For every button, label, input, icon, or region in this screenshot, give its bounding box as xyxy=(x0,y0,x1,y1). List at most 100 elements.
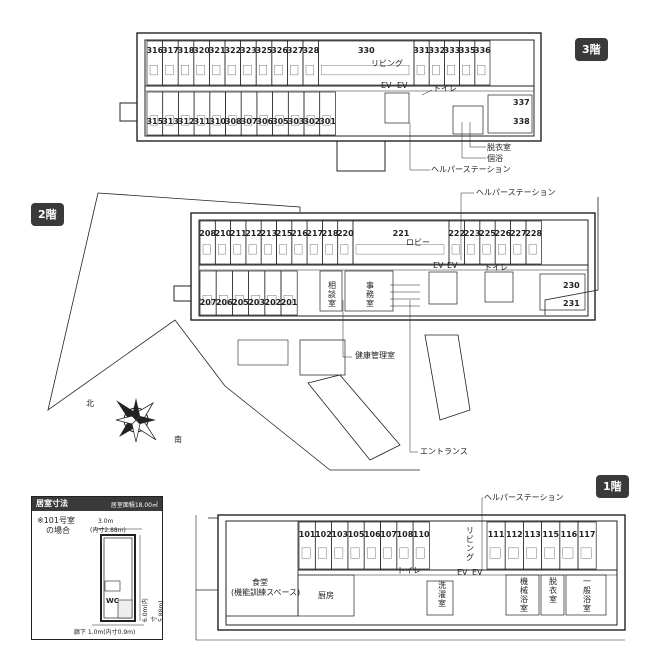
room-335: 335 xyxy=(459,46,476,55)
dining-label-1f: 食堂 xyxy=(252,577,268,587)
room-318: 318 xyxy=(178,46,195,55)
room-fixture xyxy=(259,64,268,76)
room-cell xyxy=(193,91,211,136)
office-label: 事務室 xyxy=(366,280,374,308)
room-305: 305 xyxy=(272,117,289,126)
room-cell xyxy=(337,220,354,265)
room-fixture xyxy=(340,244,349,255)
room-fixture xyxy=(291,115,300,126)
floor-1-leaders xyxy=(481,497,483,570)
laundry-label-1f: 洗濯室 xyxy=(438,580,446,608)
room-cell xyxy=(225,91,242,136)
room-225: 225 xyxy=(479,229,496,238)
compass-south: 南 xyxy=(174,434,182,444)
room-fixture xyxy=(477,64,486,76)
room-cell xyxy=(479,220,496,265)
room-cell xyxy=(412,521,430,570)
room-fixture xyxy=(233,244,242,255)
helper-label-1f: ヘルパーステーション xyxy=(484,493,563,502)
room-320: 320 xyxy=(193,46,210,55)
legend-note-case: の場合 xyxy=(46,526,70,535)
room-fixture xyxy=(243,64,252,76)
floor-3-badge: 3階 xyxy=(575,38,608,61)
room-206: 206 xyxy=(216,298,233,307)
room-fixture xyxy=(508,547,519,559)
room-231: 231 xyxy=(563,299,580,308)
room-323: 323 xyxy=(240,46,257,55)
room-310: 310 xyxy=(209,117,226,126)
room-fixture xyxy=(227,64,236,76)
room-332: 332 xyxy=(428,46,445,55)
room-fixture xyxy=(235,295,244,306)
room-101: 101 xyxy=(299,530,316,539)
floor-1-badge: 1階 xyxy=(596,475,629,498)
room-303: 303 xyxy=(288,117,305,126)
compass-north: 北 xyxy=(86,399,94,408)
room-fixture xyxy=(259,115,268,126)
room-218: 218 xyxy=(322,229,339,238)
room-fixture xyxy=(248,244,257,255)
room-fixture xyxy=(290,64,299,76)
room-333: 333 xyxy=(444,46,461,55)
room-fixture xyxy=(196,64,205,76)
room-fixture xyxy=(562,547,574,559)
general-bath-label-1f: 一般浴室 xyxy=(583,577,591,613)
room-106: 106 xyxy=(364,530,381,539)
room-fixture xyxy=(181,115,190,126)
room-cell xyxy=(264,270,282,316)
room-213: 213 xyxy=(260,229,277,238)
room-fixture xyxy=(306,115,315,126)
room-cell xyxy=(577,521,597,570)
room-216: 216 xyxy=(291,229,308,238)
room-327: 327 xyxy=(287,46,304,55)
room-226: 226 xyxy=(495,229,512,238)
ev-label-1f-2: EV xyxy=(472,568,483,577)
floor-2-badge: 2階 xyxy=(31,203,64,226)
room-fixture xyxy=(196,115,206,126)
room-fixture xyxy=(321,64,410,76)
room-222: 222 xyxy=(448,229,465,238)
floor-3-labels: リビング EV EV トイレ 337 338 脱衣室 個浴 ヘルパーステーション xyxy=(371,58,530,174)
room-fixture xyxy=(526,547,537,559)
room-cell xyxy=(245,220,262,265)
room-fixture xyxy=(498,244,506,255)
lobby-label-2f: ロビー xyxy=(406,238,430,247)
room-fixture xyxy=(451,244,460,255)
room-fixture xyxy=(275,115,284,126)
room-fixture xyxy=(149,115,158,126)
health-label-2f: 健康管理室 xyxy=(355,350,395,360)
room-210: 210 xyxy=(215,229,232,238)
legend-corridor: 廊下 1.0m(内寸0.9m) xyxy=(74,629,136,636)
room-fixture xyxy=(447,64,455,76)
room-cell xyxy=(306,220,323,265)
room-211: 211 xyxy=(230,229,247,238)
legend-area: 居室面積18.00㎡ xyxy=(110,502,158,509)
legend-depth: 6.0m(内寸5.88m) xyxy=(142,598,165,622)
compass-rose: 北 南 xyxy=(86,398,182,444)
room-size-legend: 居室寸法 居室面積18.00㎡ ※101号室 の場合 3.0m (内寸2.88m… xyxy=(31,496,165,640)
room-112: 112 xyxy=(506,530,523,539)
room-cell xyxy=(248,270,266,316)
room-fixture xyxy=(149,64,158,76)
room-fixture xyxy=(301,547,311,559)
room-cell xyxy=(199,270,217,316)
room-cell xyxy=(287,91,305,136)
office-label-2f: 事務室 xyxy=(366,280,374,308)
room-fixture xyxy=(294,244,303,255)
room-115: 115 xyxy=(542,530,559,539)
floor-2-plan xyxy=(47,192,599,471)
room-315: 315 xyxy=(146,117,163,126)
room-cell xyxy=(474,40,491,86)
toilet-label-2f: トイレ xyxy=(484,263,508,272)
room-cell xyxy=(322,220,339,265)
room-228: 228 xyxy=(525,229,542,238)
floor-2-leaders xyxy=(342,192,474,453)
room-fixture xyxy=(580,547,592,559)
room-306: 306 xyxy=(256,117,273,126)
room-fixture xyxy=(482,244,491,255)
room-202: 202 xyxy=(265,298,282,307)
living-label-3f: リビング xyxy=(371,58,403,68)
